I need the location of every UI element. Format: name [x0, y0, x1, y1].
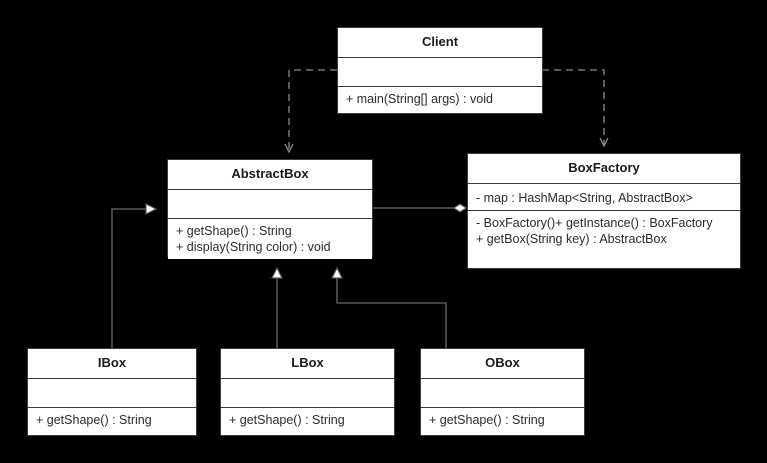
- method-line: + getShape() : String: [36, 413, 152, 427]
- uml-class-ibox[interactable]: IBox + getShape() : String: [27, 348, 197, 436]
- edge-client-abstractbox: [284, 69, 337, 154]
- class-attributes-abstractbox: [168, 189, 372, 218]
- class-methods-ibox: + getShape() : String: [28, 407, 196, 432]
- method-line: + display(String color) : void: [176, 240, 331, 254]
- method-line: + getShape() : String: [429, 413, 545, 427]
- class-methods-boxfactory: - BoxFactory()+ getInstance() : BoxFacto…: [468, 210, 740, 251]
- class-title-client: Client: [338, 28, 542, 57]
- uml-class-client[interactable]: Client + main(String[] args) : void: [337, 27, 543, 114]
- class-methods-lbox: + getShape() : String: [221, 407, 394, 432]
- class-attributes-boxfactory: - map : HashMap<String, AbstractBox>: [468, 183, 740, 210]
- uml-class-abstractbox[interactable]: AbstractBox + getShape() : String + disp…: [167, 159, 373, 259]
- edge-ibox-abstractbox: [111, 203, 158, 348]
- attribute-line: - map : HashMap<String, AbstractBox>: [476, 191, 693, 205]
- edge-obox-abstractbox: [331, 266, 447, 348]
- class-attributes-lbox: [221, 378, 394, 407]
- uml-class-lbox[interactable]: LBox + getShape() : String: [220, 348, 395, 436]
- method-line: + getShape() : String: [229, 413, 345, 427]
- class-attributes-ibox: [28, 378, 196, 407]
- class-title-boxfactory: BoxFactory: [468, 154, 740, 183]
- uml-class-boxfactory[interactable]: BoxFactory - map : HashMap<String, Abstr…: [467, 153, 741, 269]
- class-attributes-client: [338, 57, 542, 86]
- class-title-obox: OBox: [421, 349, 584, 378]
- edge-client-boxfactory: [542, 69, 609, 148]
- class-methods-abstractbox: + getShape() : String + display(String c…: [168, 218, 372, 259]
- method-line: - BoxFactory()+ getInstance() : BoxFacto…: [476, 216, 713, 230]
- class-title-abstractbox: AbstractBox: [168, 160, 372, 189]
- method-line: + getShape() : String: [176, 224, 292, 238]
- class-methods-client: + main(String[] args) : void: [338, 86, 542, 111]
- uml-class-obox[interactable]: OBox + getShape() : String: [420, 348, 585, 436]
- method-line: + getBox(String key) : AbstractBox: [476, 232, 667, 246]
- class-attributes-obox: [421, 378, 584, 407]
- class-title-lbox: LBox: [221, 349, 394, 378]
- class-title-ibox: IBox: [28, 349, 196, 378]
- method-line: + main(String[] args) : void: [346, 92, 493, 106]
- class-methods-obox: + getShape() : String: [421, 407, 584, 432]
